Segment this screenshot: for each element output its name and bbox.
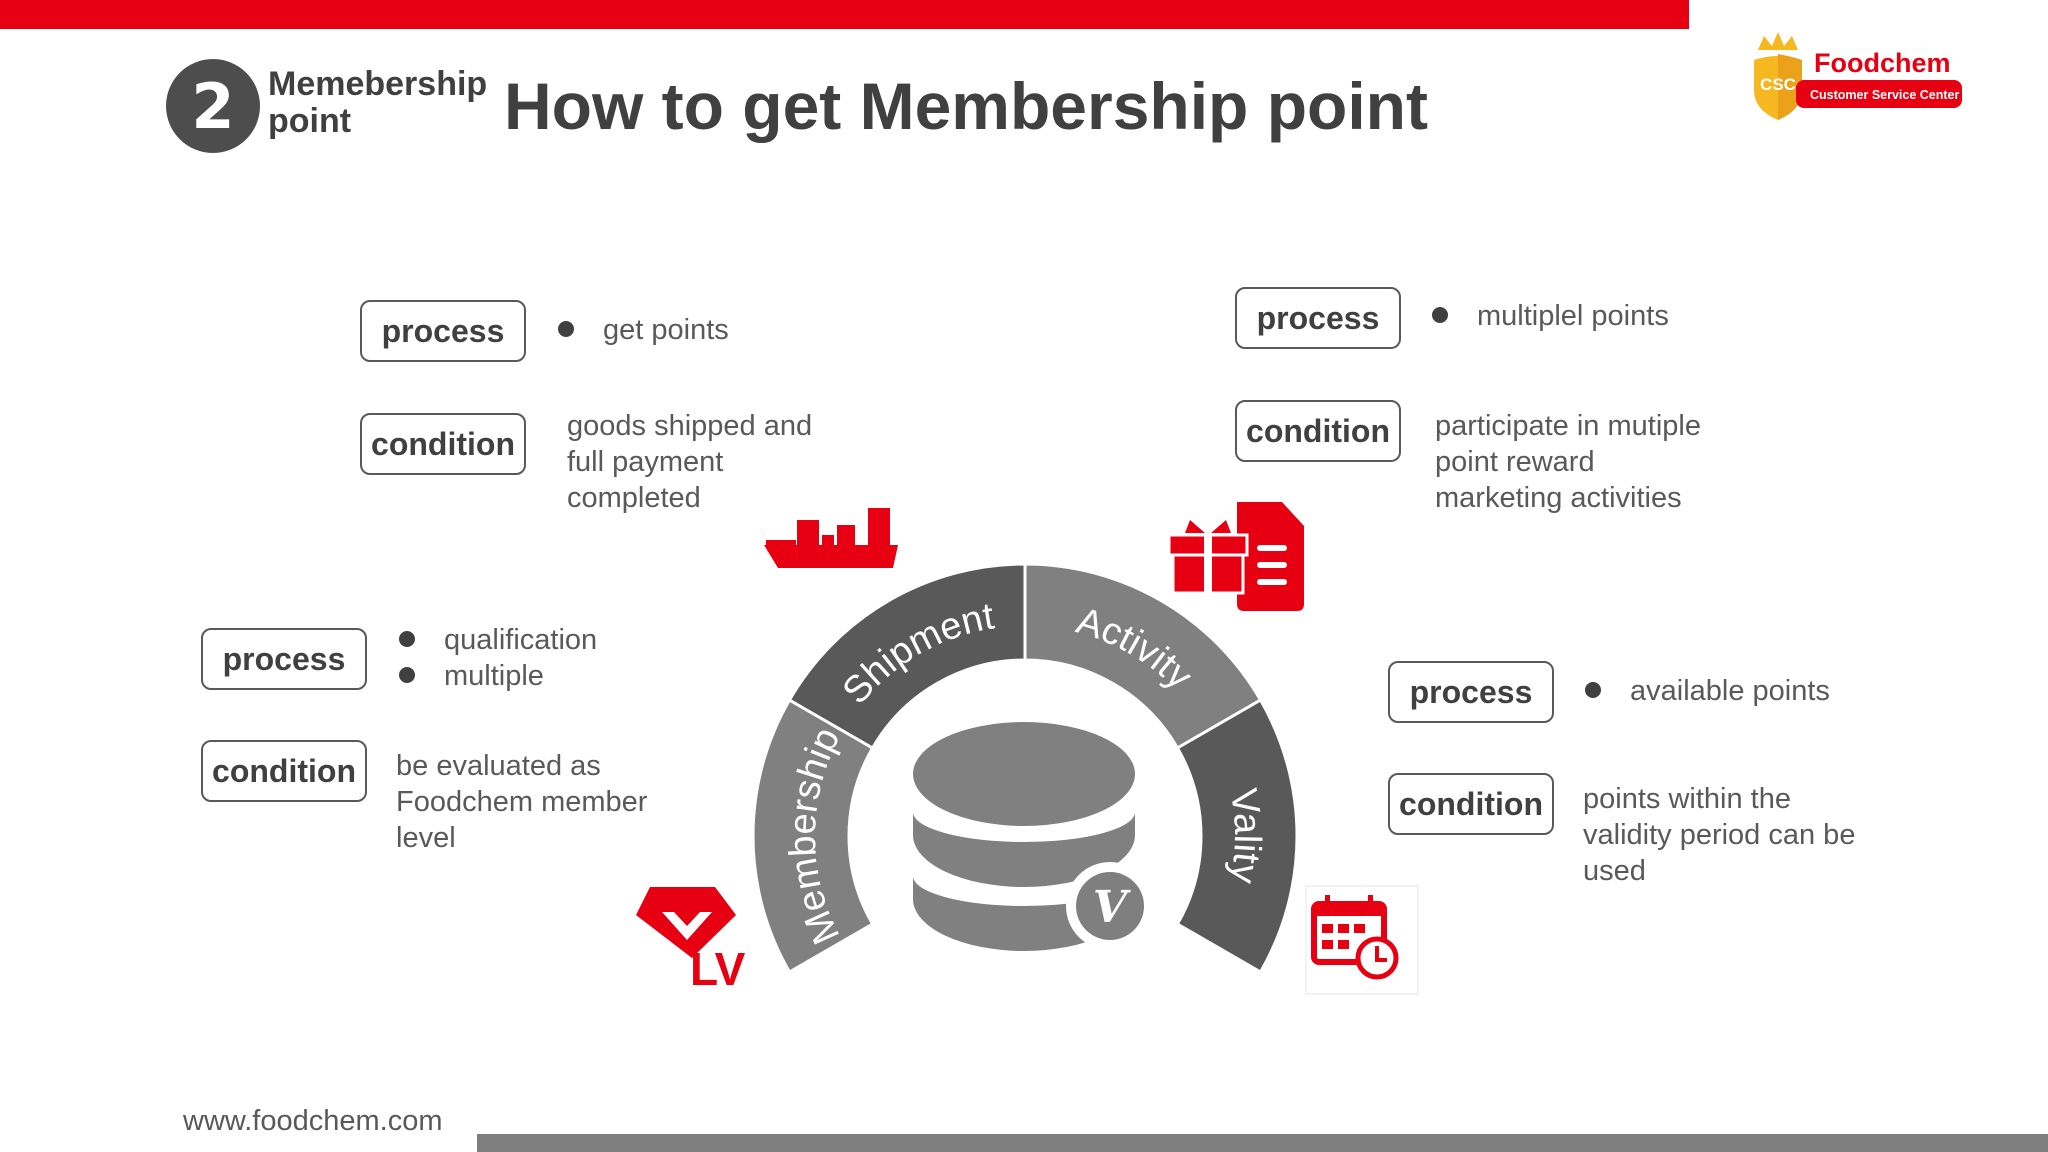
activity-condition-label: condition (1235, 400, 1401, 462)
membership-process-items: qualification multiple (444, 622, 597, 694)
activity-condition-text: participate in mutiple point reward mark… (1435, 408, 1701, 516)
membership-condition-label: condition (201, 740, 367, 802)
segment-vality (1175, 697, 1299, 975)
condition-line: full payment (567, 446, 724, 478)
membership-condition-text: be evaluated as Foodchem member level (396, 748, 647, 856)
logo-graphic: CSC Foodchem Customer Service Center (1754, 32, 1962, 120)
condition-line: Foodchem member (396, 786, 648, 818)
activity-process-label: process (1235, 287, 1401, 349)
section-label-line2: point (268, 102, 352, 140)
bullet (399, 667, 415, 683)
condition-line: participate in mutiple (1435, 410, 1701, 442)
calendar-clock-icon (1305, 885, 1419, 995)
condition-line: goods shipped and (567, 410, 813, 442)
condition-line: points within the (1583, 783, 1791, 815)
segment-label-vality: Vality (1222, 786, 1269, 887)
condition-line: marketing activities (1435, 482, 1682, 514)
membership-process-label: process (201, 628, 367, 690)
condition-line: completed (567, 482, 701, 514)
shipment-process-item: get points (603, 314, 729, 346)
shipment-process-label: process (360, 300, 526, 362)
condition-line: used (1583, 855, 1646, 887)
condition-line: point reward (1435, 446, 1595, 478)
foodchem-csc-logo: CSC Foodchem Customer Service Center (1750, 30, 1965, 122)
section-label-line1: Memebership (268, 65, 488, 103)
gift-document-icon (1167, 502, 1304, 611)
footer-website: www.foodchem.com (183, 1105, 443, 1137)
vality-condition-text: points within the validity period can be… (1583, 781, 1855, 889)
svg-text:Customer Service Center: Customer Service Center (1810, 88, 1960, 102)
activity-process-item: multiplel points (1477, 300, 1669, 332)
section-number-badge: 2 (166, 59, 260, 153)
shipment-condition-label: condition (360, 413, 526, 475)
vality-process-item: available points (1630, 675, 1830, 707)
vality-condition-label: condition (1388, 773, 1554, 835)
bullet (399, 631, 415, 647)
condition-line: level (396, 822, 456, 854)
level-diamond-icon: LV (636, 887, 746, 995)
process-item: qualification (444, 624, 598, 656)
bullet (1585, 682, 1601, 698)
svg-text:CSC: CSC (1760, 75, 1796, 94)
bullet (558, 321, 574, 337)
section-label: Memebership point (268, 66, 487, 140)
top-accent-bar (0, 0, 1689, 29)
svg-text:LV: LV (690, 943, 746, 995)
condition-line: validity period can be (1583, 819, 1856, 851)
vality-process-label: process (1388, 661, 1554, 723)
bullet (1432, 307, 1448, 323)
footer-bar (477, 1134, 2048, 1152)
cargo-ship-icon (764, 508, 898, 568)
svg-text:Foodchem: Foodchem (1814, 48, 1951, 78)
condition-line: be evaluated as (396, 750, 601, 782)
verified-badge-icon: V (1066, 862, 1154, 950)
page-title: How to get Membership point (504, 69, 1428, 143)
process-item: multiple (444, 660, 544, 692)
svg-text:V: V (1093, 882, 1131, 933)
shipment-condition-text: goods shipped and full payment completed (567, 408, 812, 516)
